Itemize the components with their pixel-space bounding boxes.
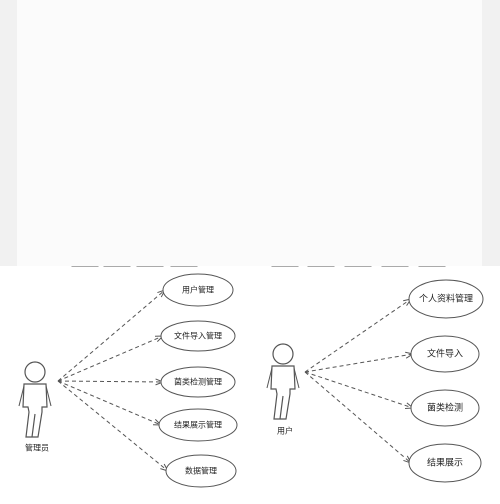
admin-actor-head xyxy=(24,361,46,383)
admin-case-1-oval xyxy=(160,320,236,352)
user-actor-left-arm xyxy=(266,367,273,389)
admin-case-0-label: 用户管理 xyxy=(182,285,214,295)
admin-case-1-label: 文件导入管理 xyxy=(174,331,222,341)
admin-case-3-link xyxy=(57,380,162,426)
admin-case-3-oval xyxy=(158,408,238,442)
user-case-2-oval xyxy=(410,389,480,427)
user-actor-head xyxy=(272,343,294,365)
admin-actor-right-arm xyxy=(45,385,52,407)
user-case-0-oval xyxy=(408,279,484,319)
user-case-3-link xyxy=(304,371,412,464)
admin-actor-left-arm xyxy=(18,385,25,407)
admin-actor-body xyxy=(22,383,48,438)
admin-case-4-oval xyxy=(165,454,237,488)
admin-actor-label: 管理员 xyxy=(25,443,49,453)
user-case-1-label: 文件导入 xyxy=(427,348,463,360)
user-case-2-link xyxy=(304,371,414,409)
admin-case-0-oval xyxy=(162,273,234,307)
user-case-1-link xyxy=(304,353,414,373)
admin-case-3-label: 结果展示管理 xyxy=(174,420,222,430)
admin-case-2-label: 菌类检测管理 xyxy=(174,377,222,387)
user-case-0-label: 个人资料管理 xyxy=(419,293,473,305)
hierarchy-panel xyxy=(17,0,482,266)
admin-case-2-link xyxy=(57,380,164,383)
user-case-2-label: 菌类检测 xyxy=(427,402,463,414)
user-actor-label: 用户 xyxy=(277,426,293,436)
user-actor-right-arm xyxy=(293,367,300,389)
admin-case-2-oval xyxy=(160,366,236,398)
user-case-3-oval xyxy=(408,443,482,483)
user-case-3-label: 结果展示 xyxy=(427,457,463,469)
admin-case-1-link xyxy=(57,335,164,382)
user-actor-body xyxy=(270,365,296,420)
admin-case-0-link xyxy=(57,289,166,382)
admin-case-4-label: 数据管理 xyxy=(185,466,217,476)
admin-case-4-link xyxy=(57,380,169,472)
user-case-0-link xyxy=(304,298,412,373)
user-case-1-oval xyxy=(410,335,480,373)
